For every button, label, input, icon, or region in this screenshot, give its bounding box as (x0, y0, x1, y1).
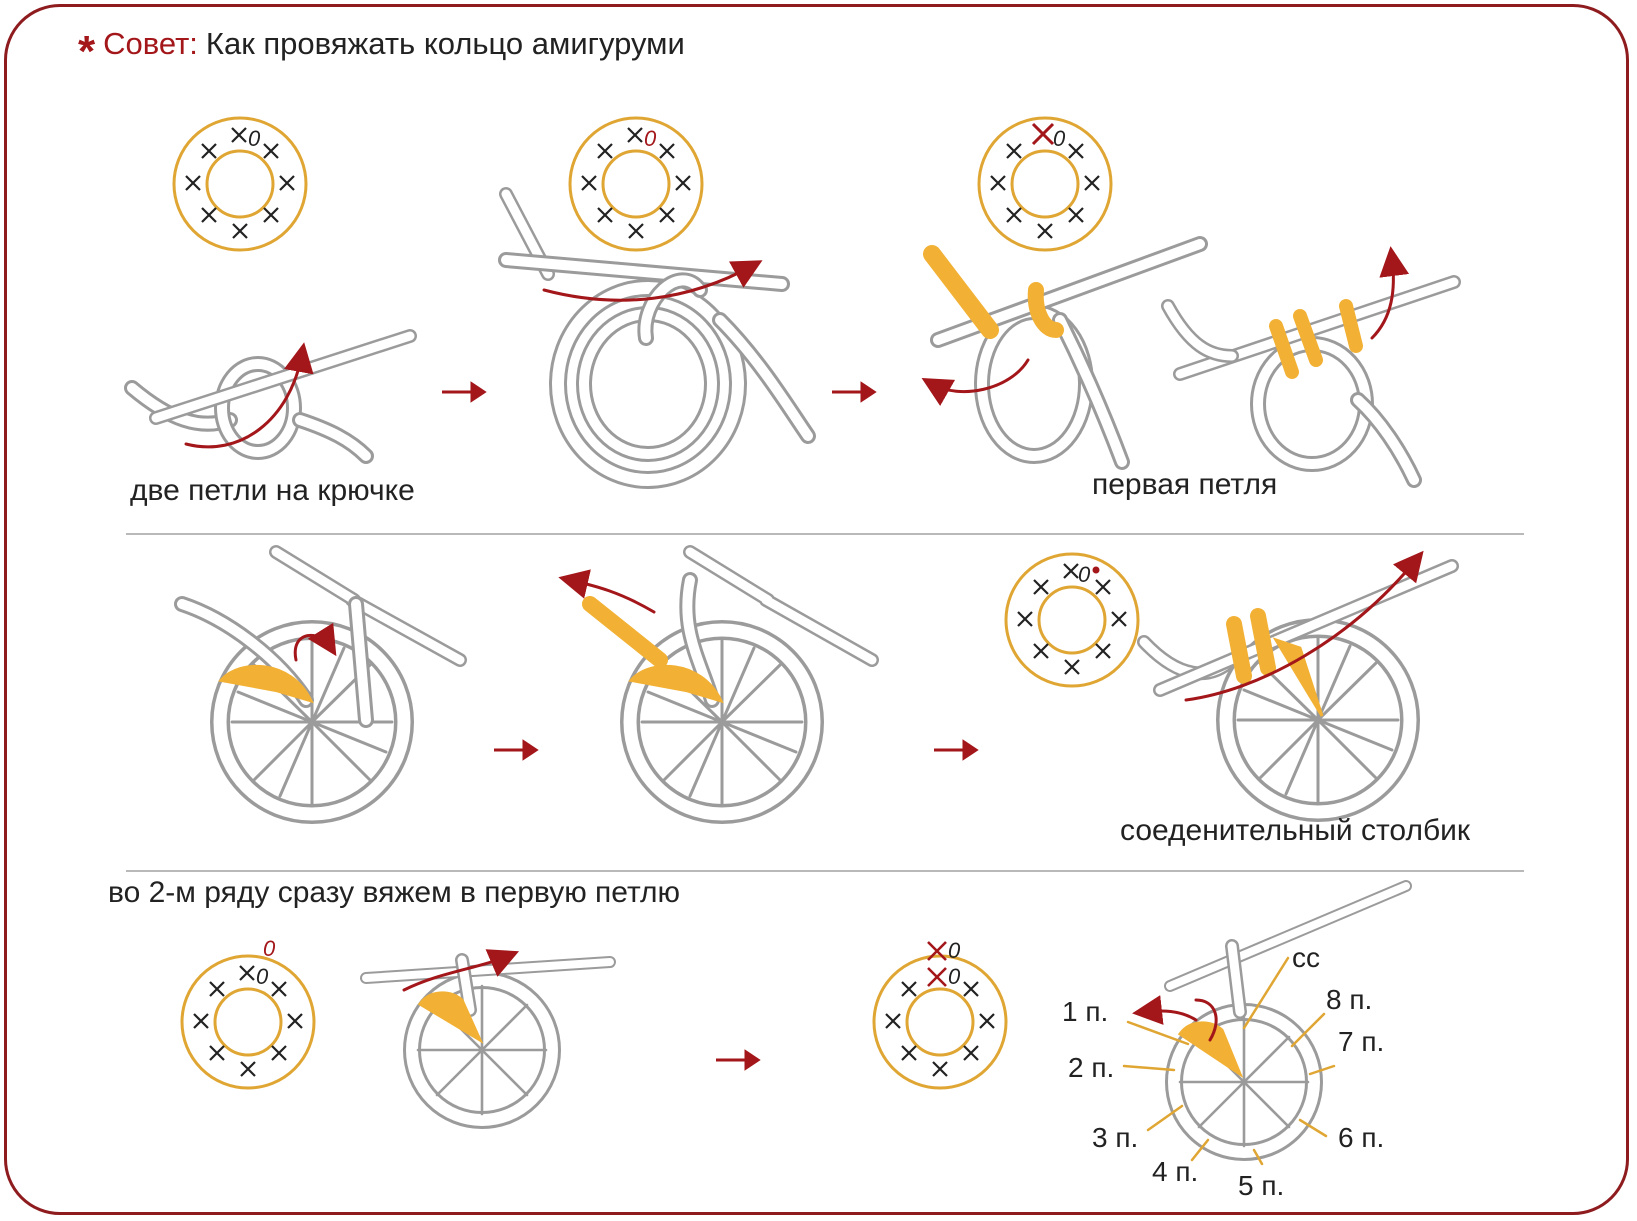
chain-zero-mark-1: 0 (248, 126, 261, 151)
caption-slip-stitch: соеденительный столбик (1120, 814, 1471, 847)
chain-zero-mark-5b: 0 (263, 936, 276, 961)
title-text: Как провяжать кольцо амигуруми (205, 26, 685, 61)
illustration-ring-slip-stitch (1137, 550, 1459, 822)
chain-zero-mark-3: 0 (1053, 126, 1066, 151)
caption-row2-note: во 2-м ряду сразу вяжем в первую петлю (108, 876, 681, 909)
page-title: *Совет:Как провяжать кольцо амигуруми (78, 26, 685, 77)
step-arrows (442, 381, 979, 1071)
step-arrow-4 (934, 739, 979, 761)
stitch-leader-lines (1122, 956, 1336, 1166)
chain-zero-mark-6a: 0 (948, 964, 961, 989)
divider-bottom (126, 870, 1524, 872)
ring-diagram-6 (872, 941, 1008, 1090)
chain-zero-mark-6b: 0 (948, 938, 961, 963)
label-stitch-7: 7 п. (1338, 1026, 1385, 1057)
rounded-frame (4, 4, 1629, 1215)
label-cc: сс (1292, 942, 1320, 973)
ring-diagram-2 (568, 116, 704, 252)
label-stitch-4: 4 п. (1152, 1156, 1199, 1187)
ring-diagram-5 (180, 954, 316, 1090)
step-arrow-3 (494, 739, 539, 761)
caption-first-loop: первая петля (1092, 468, 1278, 501)
label-stitch-6: 6 п. (1338, 1122, 1385, 1153)
chain-zero-mark-2: 0 (644, 126, 657, 151)
divider-top (126, 533, 1524, 535)
illustration-yarn-ring (498, 187, 816, 489)
step-arrow-1 (442, 381, 487, 403)
asterisk-icon: * (78, 27, 96, 76)
chain-zero-mark-5a: 0 (256, 964, 269, 989)
label-stitch-3: 3 п. (1092, 1122, 1139, 1153)
illustration-second-row-start (360, 949, 616, 1129)
illustration-ring-round-a (174, 545, 467, 824)
caption-two-loops: две петли на крючке (130, 474, 415, 507)
label-stitch-2: 2 п. (1068, 1052, 1115, 1083)
sc-crosses (185, 127, 295, 239)
step-arrow-2 (832, 381, 877, 403)
illustration-labeled-ring (1122, 880, 1412, 1166)
illustration-ring-round-b (558, 545, 879, 824)
ring-diagram-4 (1004, 552, 1140, 688)
chain-zero-mark-4: 0 (1078, 562, 1091, 587)
label-stitch-5: 5 п. (1238, 1170, 1285, 1201)
step-arrow-5 (716, 1049, 761, 1071)
label-stitch-8: 8 п. (1326, 984, 1373, 1015)
illustration-two-loops (124, 329, 417, 464)
illustration-first-loop-b (1161, 246, 1461, 488)
tip-label: Совет: (103, 26, 198, 61)
ring-diagram-3 (977, 116, 1113, 252)
ring-diagram-1 (172, 116, 308, 252)
illustration-first-loop-a (921, 236, 1208, 470)
label-stitch-1: 1 п. (1062, 996, 1109, 1027)
